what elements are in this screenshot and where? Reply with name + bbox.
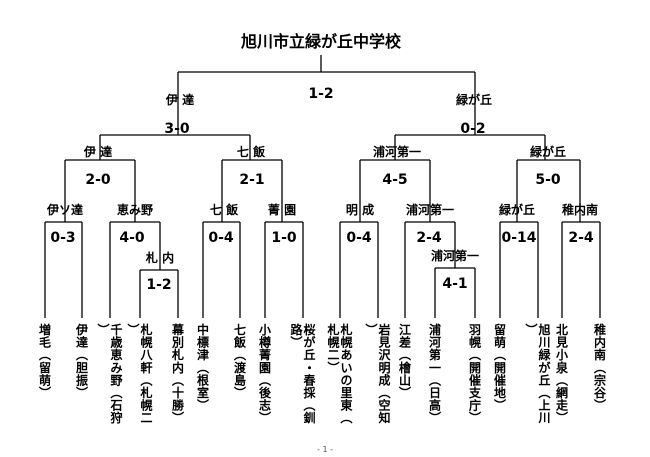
team-entry: 千歳恵み野︵石狩︶ <box>96 322 123 425</box>
qf3-label-b: 浦河第一 <box>406 202 454 217</box>
team-entry: 伊達︵胆振︶ <box>75 322 89 400</box>
r32-2-score: 4-1 <box>442 276 467 292</box>
team-name: 札幌あいの里東︵札幌二︶ <box>326 322 353 425</box>
semi-left-label-a: 伊 達 <box>83 144 112 159</box>
quarterfinal-1: 2-0 伊ソ達 恵み野 <box>46 159 153 222</box>
team-name: 小樽菁園︵後志︶ <box>258 322 272 425</box>
qf2-label-b: 菁 園 <box>268 202 296 217</box>
team-name: 桜が丘・春採︵釧路︶ <box>289 322 316 425</box>
quarterfinal-2: 2-1 七 飯 菁 園 <box>210 159 296 222</box>
final-score: 1-2 <box>308 86 333 102</box>
qf1-score: 2-0 <box>85 172 111 188</box>
r16-match-6: 2-4 <box>404 221 456 318</box>
final-left-winner: 伊 達 <box>165 92 194 107</box>
page-number: - 1 - <box>317 445 333 454</box>
team-entry: 札幌八軒︵札幌二︶ <box>126 322 153 425</box>
semi-left-label-b: 七 飯 <box>237 144 265 159</box>
team-name: 幕別札内︵十勝︶ <box>171 322 185 425</box>
qf3-score: 4-5 <box>382 172 407 188</box>
team-name: 伊達︵胆振︶ <box>75 322 89 400</box>
r16-1-score: 0-3 <box>50 230 75 246</box>
r16-2-score: 4-0 <box>119 230 145 246</box>
team-entry: 留萌︵開催地︶ <box>493 322 507 413</box>
r32-1-score: 1-2 <box>146 277 171 293</box>
qf4-score: 5-0 <box>535 172 561 188</box>
r16-6-score: 2-4 <box>416 230 442 246</box>
team-name: 羽幌︵開催支庁︶ <box>468 323 482 425</box>
quarterfinal-4: 5-0 緑が丘 稚内南 <box>499 159 598 222</box>
team-name: 北見小泉︵網走︶ <box>555 322 569 425</box>
team-entry: 桜が丘・春採︵釧路︶ <box>289 322 316 425</box>
team-entry: 中標津︵根室︶ <box>196 322 210 413</box>
team-entry: 増毛︵留萌︶ <box>38 322 52 400</box>
team-name: 旭川緑が丘︵上川︶ <box>524 322 551 425</box>
semifinal-left: 3-0 伊 達 七 飯 <box>83 121 265 160</box>
qf2-label-a: 七 飯 <box>210 202 238 217</box>
r16-match-3: 0-4 <box>202 221 241 318</box>
r32-2-label: 浦河第一 <box>431 248 479 263</box>
semifinal-right: 0-2 浦河第一 緑が丘 <box>373 121 566 160</box>
r16-5-score: 0-4 <box>346 230 372 246</box>
team-entry: 稚内南︵宗谷︶ <box>593 322 607 413</box>
team-entry: 江差︵檜山︶ <box>398 322 412 400</box>
team-entry: 七飯︵渡島︶ <box>233 323 247 400</box>
team-name: 浦河第一︵日高︶ <box>428 322 442 425</box>
r32-1-label: 札 内 <box>145 250 174 265</box>
first-round-2: 浦河第一 4-1 <box>431 248 479 318</box>
team-name: 札幌八軒︵札幌二︶ <box>126 322 153 425</box>
final-match: 1-2 伊 達 緑が丘 <box>165 55 492 135</box>
quarterfinal-3: 4-5 明 成 浦河第一 <box>346 159 454 222</box>
team-entry: 北見小泉︵網走︶ <box>555 322 569 425</box>
r16-match-5: 0-4 <box>339 221 379 318</box>
team-entry: 旭川緑が丘︵上川︶ <box>524 322 551 425</box>
champion-title: 旭川市立緑が丘中学校 <box>240 32 402 51</box>
qf1-label-a: 伊ソ達 <box>46 202 83 217</box>
r16-match-7: 0-14 <box>499 221 539 318</box>
first-round-1: 札 内 1-2 <box>139 250 179 318</box>
semi-right-label-a: 浦河第一 <box>373 144 421 159</box>
team-entry: 羽幌︵開催支庁︶ <box>468 323 482 425</box>
r16-match-4: 1-0 <box>264 221 304 318</box>
r16-match-1: 0-3 <box>44 221 83 318</box>
qf2-score: 2-1 <box>239 172 264 188</box>
final-right-winner: 緑が丘 <box>456 92 492 107</box>
team-name: 江差︵檜山︶ <box>398 322 412 400</box>
semi-left-score: 3-0 <box>164 121 190 137</box>
qf4-label-a: 緑が丘 <box>499 202 535 217</box>
team-entry: 岩見沢明成︵空知︶ <box>364 322 391 425</box>
team-names: 増毛︵留萌︶ 伊達︵胆振︶ 千歳恵み野︵石狩︶札幌八軒︵札幌二︶ 幕別札内︵十勝︶ 中標… <box>38 322 607 425</box>
team-entry: 浦河第一︵日高︶ <box>428 322 442 425</box>
r16-7-score: 0-14 <box>501 230 536 246</box>
qf1-label-b: 恵み野 <box>117 202 153 217</box>
qf3-label-a: 明 成 <box>346 202 374 217</box>
r16-3-score: 0-4 <box>208 230 234 246</box>
team-name: 留萌︵開催地︶ <box>493 322 507 413</box>
team-entry: 札幌あいの里東︵札幌二︶ <box>326 322 353 425</box>
team-name: 岩見沢明成︵空知︶ <box>364 322 391 425</box>
qf4-label-b: 稚内南 <box>562 202 598 217</box>
team-entry: 幕別札内︵十勝︶ <box>171 322 185 425</box>
r16-4-score: 1-0 <box>271 230 297 246</box>
semi-right-score: 0-2 <box>460 121 485 137</box>
team-name: 増毛︵留萌︶ <box>38 322 52 400</box>
semi-right-label-b: 緑が丘 <box>530 144 566 159</box>
r16-match-8: 2-4 <box>561 221 601 318</box>
team-name: 稚内南︵宗谷︶ <box>593 322 607 413</box>
team-name: 七飯︵渡島︶ <box>233 323 247 400</box>
team-name: 千歳恵み野︵石狩︶ <box>96 322 123 425</box>
team-entry: 小樽菁園︵後志︶ <box>258 322 272 425</box>
r16-8-score: 2-4 <box>568 230 594 246</box>
r16-match-2: 4-0 <box>109 221 161 318</box>
team-name: 中標津︵根室︶ <box>196 322 210 413</box>
